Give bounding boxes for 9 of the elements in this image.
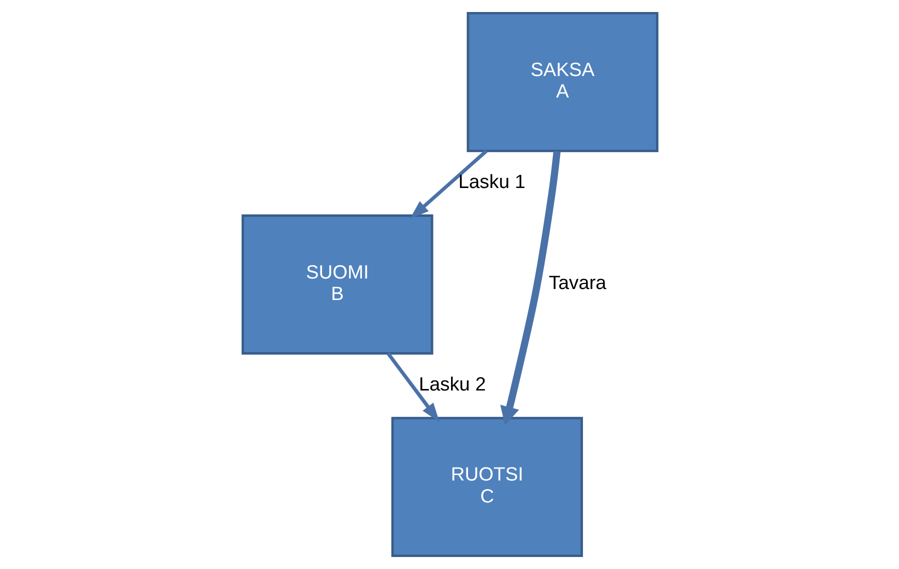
node-box: SUOMI B (241, 214, 433, 355)
node-box: RUOTSI C (390, 416, 582, 557)
edge-label: Tavara (548, 273, 606, 294)
edge-label: Lasku 2 (418, 374, 486, 396)
arrow (386, 352, 439, 422)
arrow (500, 151, 560, 426)
node-box: SAKSA A (466, 12, 658, 152)
arrow (409, 150, 488, 219)
edge-label: Lasku 1 (458, 172, 525, 193)
